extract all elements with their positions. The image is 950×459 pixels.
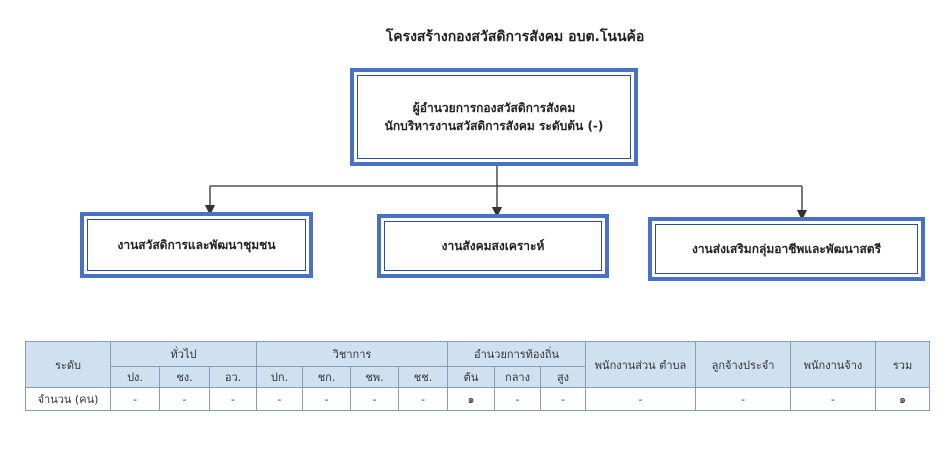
table-cell: -: [695, 387, 792, 411]
table-cell: -: [110, 387, 160, 411]
header-sub-general: อว.: [209, 366, 257, 388]
staff-table: ระดับ ทั่วไป วิชาการ อำนวยการท้องถิ่น พน…: [25, 341, 931, 411]
row-label: จำนวน (คน): [25, 387, 111, 411]
director-box: ผู้อำนวยการกองสวัสดิการสังคม นักบริหารงา…: [350, 68, 638, 166]
table-cell: -: [350, 387, 399, 411]
social-work-box: งานสังคมสงเคราะห์: [377, 214, 609, 278]
table-cell: -: [494, 387, 542, 411]
table-cell: -: [585, 387, 697, 411]
community-welfare-label: งานสวัสดิการและพัฒนาชุมชน: [117, 238, 276, 252]
header-level: ระดับ: [25, 341, 111, 388]
table-cell: ๑: [875, 387, 931, 411]
table-cell: -: [256, 387, 303, 411]
header-sub-general: ชง.: [159, 366, 210, 388]
table-cell: ๑: [447, 387, 496, 411]
table-cell: -: [209, 387, 257, 411]
header-sub-local-admin: ต้น: [447, 366, 496, 388]
women-occupation-label: งานส่งเสริมกลุ่มอาชีพและพัฒนาสตรี: [691, 242, 882, 256]
header-sub-academic: ชพ.: [350, 366, 399, 388]
header-permanent-employee: ลูกจ้างประจำ: [695, 341, 792, 388]
header-local-admin: อำนวยการท้องถิ่น: [447, 341, 587, 367]
table-cell: -: [397, 387, 449, 411]
header-tambon-staff: พนักงานส่วน ตำบล: [585, 341, 697, 388]
director-title: ผู้อำนวยการกองสวัสดิการสังคม: [412, 101, 576, 115]
header-sub-academic: ชช.: [397, 366, 449, 388]
table-cell: -: [790, 387, 877, 411]
table-cell: -: [159, 387, 210, 411]
header-total: รวม: [875, 341, 931, 388]
women-occupation-box: งานส่งเสริมกลุ่มอาชีพและพัฒนาสตรี: [648, 217, 925, 281]
header-sub-general: ปง.: [110, 366, 160, 388]
director-position: นักบริหารงานสวัสดิการสังคม ระดับต้น (-): [384, 119, 604, 133]
table-cell: -: [540, 387, 587, 411]
header-academic: วิชาการ: [255, 341, 449, 367]
community-welfare-box: งานสวัสดิการและพัฒนาชุมชน: [80, 212, 313, 278]
header-sub-local-admin: กลาง: [494, 366, 542, 388]
header-general: ทั่วไป: [110, 341, 257, 367]
table-row: จำนวน (คน) - - - - - - - ๑ - - - - - ๑: [25, 387, 931, 411]
header-sub-local-admin: สูง: [540, 366, 587, 388]
header-sub-academic: ปก.: [256, 366, 303, 388]
table-cell: -: [302, 387, 351, 411]
header-sub-academic: ชก.: [302, 366, 351, 388]
chart-title: โครงสร้างกองสวัสดิการสังคม อบต.โนนค้อ: [385, 29, 645, 45]
header-employee: พนักงานจ้าง: [790, 341, 877, 388]
social-work-label: งานสังคมสงเคราะห์: [441, 239, 545, 253]
